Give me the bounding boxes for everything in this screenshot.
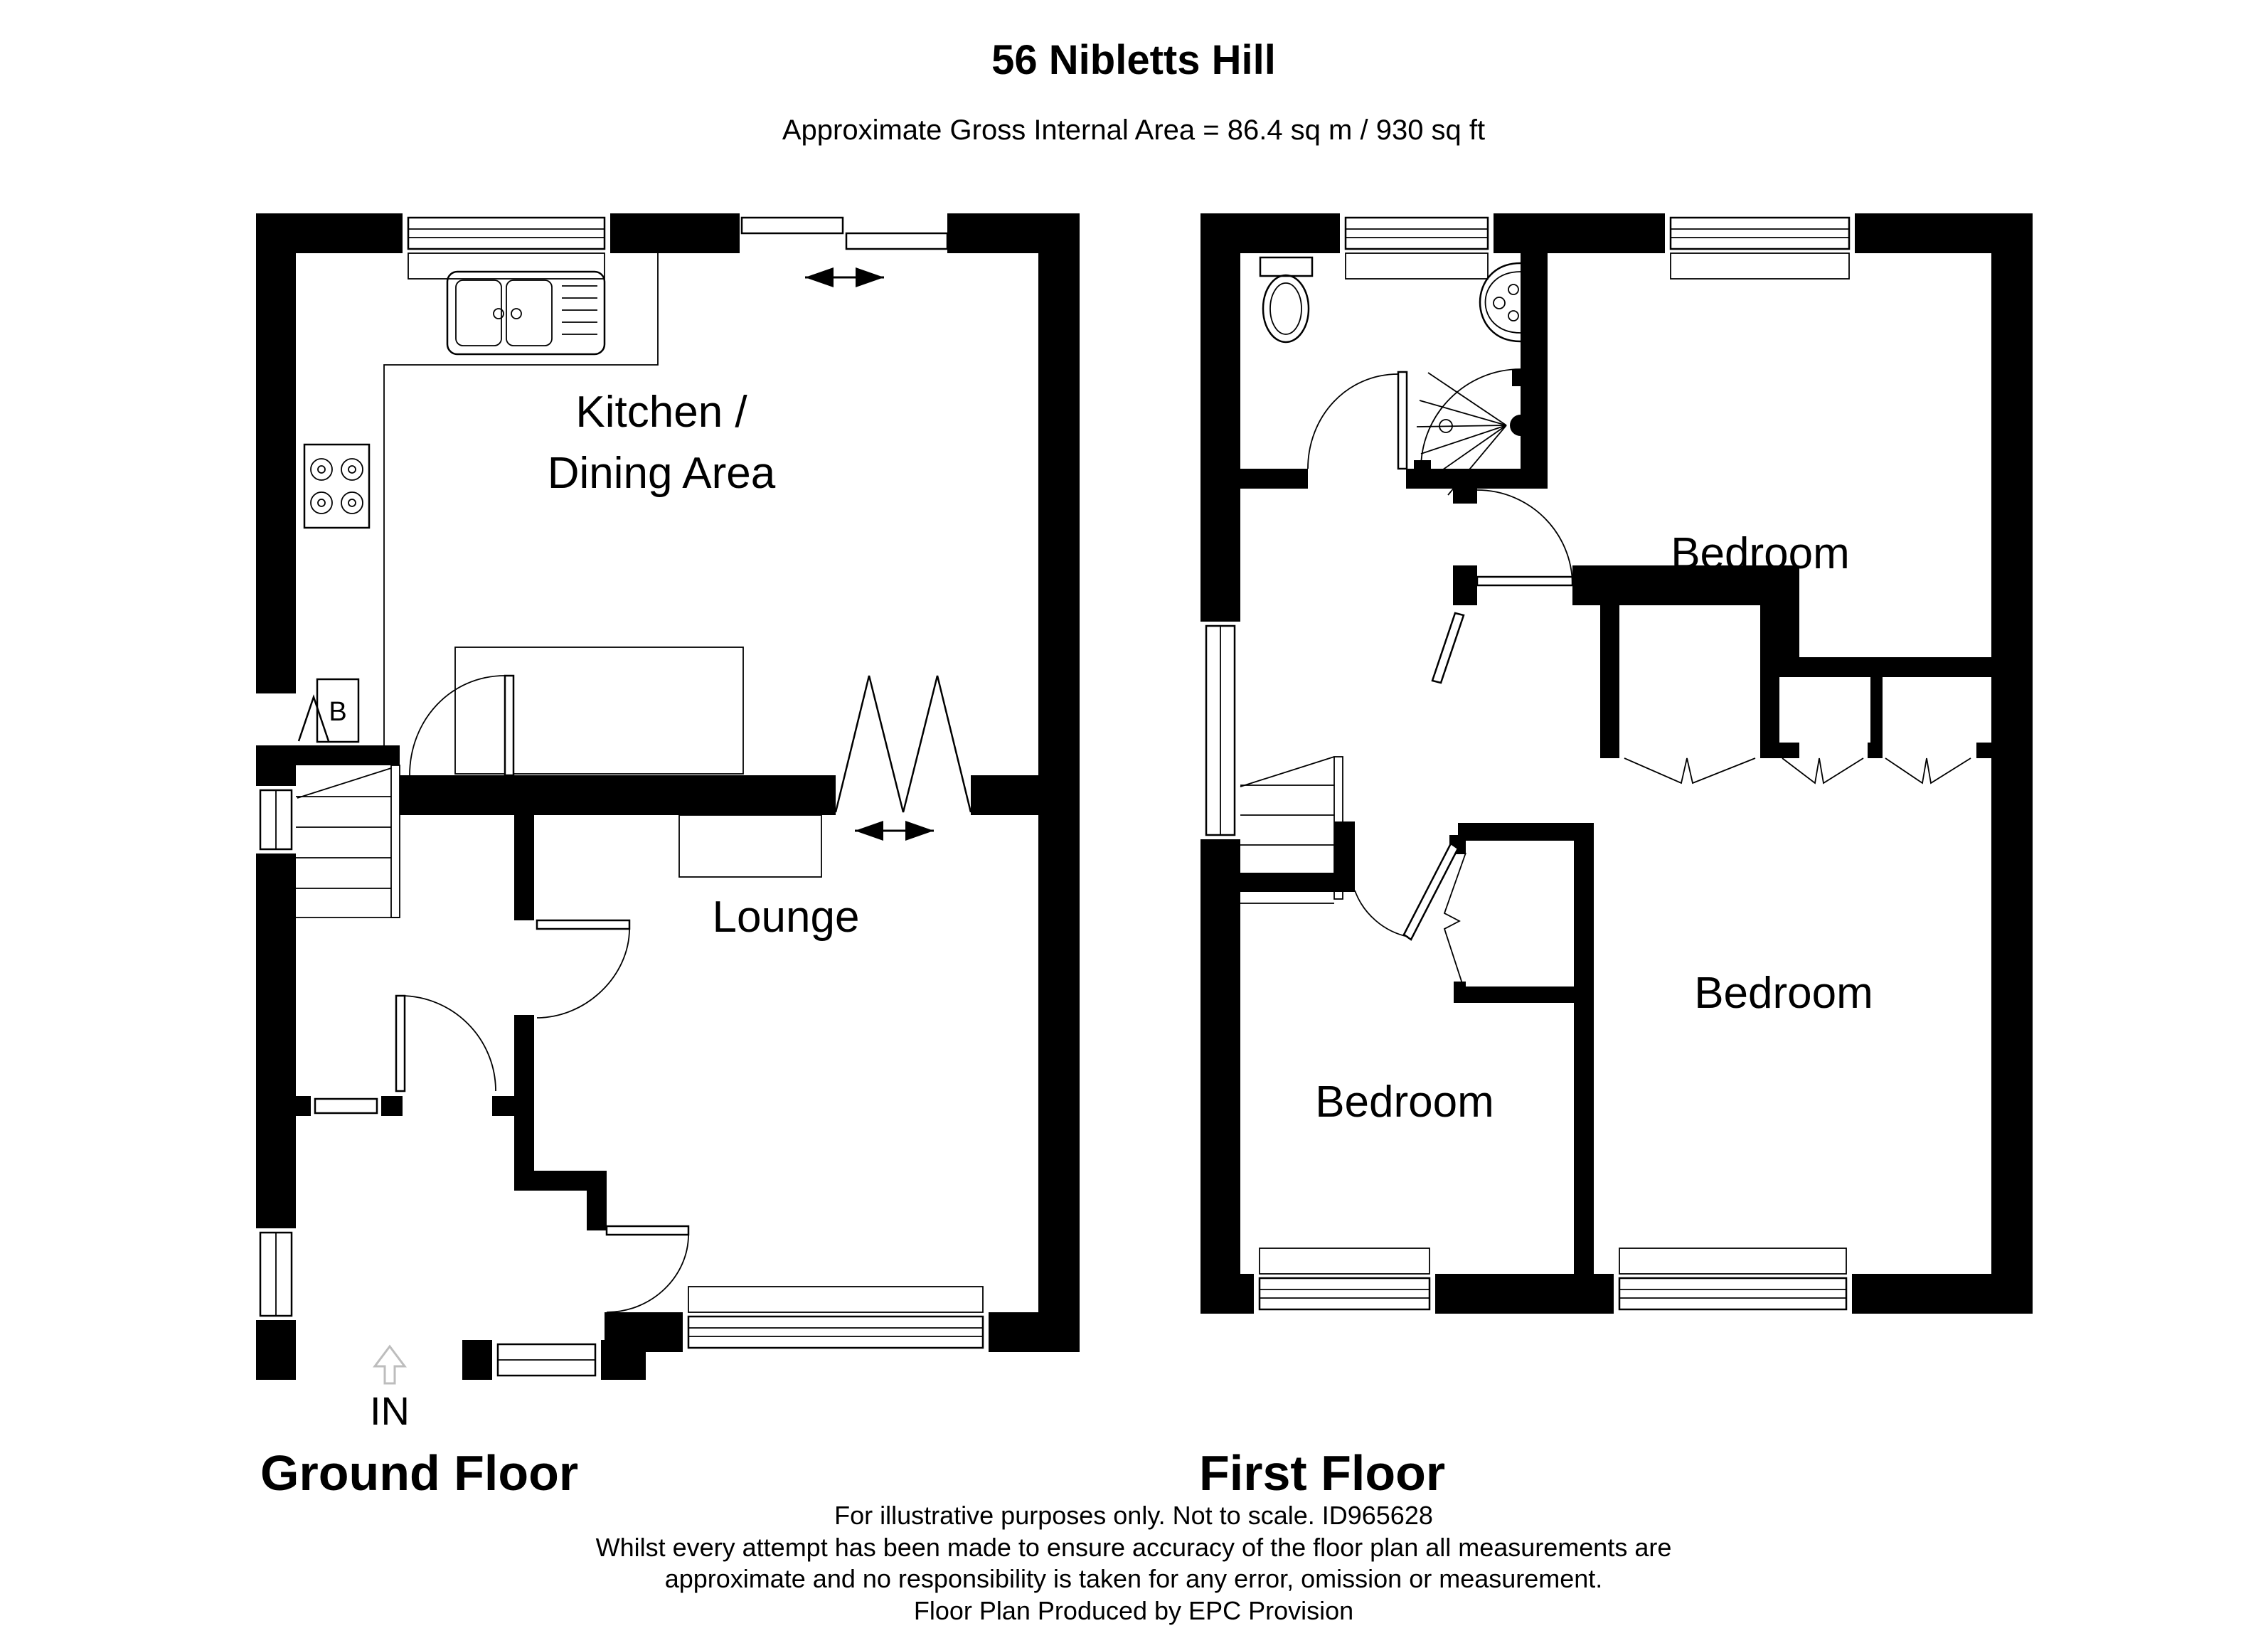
entrance-label: IN xyxy=(370,1388,410,1433)
ground-floor-plan: B xyxy=(256,213,1080,1501)
kitchen-hall-door xyxy=(409,674,515,777)
hall-side-window xyxy=(256,786,296,853)
wardrobe-doors xyxy=(1443,757,1971,995)
page-subtitle: Approximate Gross Internal Area = 86.4 s… xyxy=(782,115,1485,146)
porch-bottom-window xyxy=(492,1340,601,1380)
staircase-ground xyxy=(296,765,400,918)
kitchen-sink-icon xyxy=(446,270,606,356)
bedroom-top-label: Bedroom xyxy=(1671,529,1850,578)
shower-icon xyxy=(1414,368,1521,496)
hall-divider-window xyxy=(311,1096,381,1116)
bedroom-top-window xyxy=(1665,213,1855,280)
footer-line-4: Floor Plan Produced by EPC Provision xyxy=(914,1596,1353,1625)
bedroom-top-door xyxy=(1476,489,1574,587)
bedroom-left-door xyxy=(1354,842,1459,941)
hob-icon xyxy=(303,443,371,529)
footer-disclaimer: For illustrative purposes only. Not to s… xyxy=(596,1501,1672,1625)
boiler-label: B xyxy=(329,697,346,727)
ground-floor-label: Ground Floor xyxy=(260,1445,578,1501)
staircase-first xyxy=(1240,756,1343,904)
bedroom-bottom-right-label: Bedroom xyxy=(1694,969,1873,1018)
stairs-top-door xyxy=(1431,612,1465,684)
patio-sliding-door xyxy=(740,216,949,287)
kitchen-label-line1: Kitchen / xyxy=(575,388,747,437)
first-floor-label: First Floor xyxy=(1199,1445,1445,1501)
page-title: 56 Nibletts Hill xyxy=(991,37,1276,83)
footer-line-3: approximate and no responsibility is tak… xyxy=(665,1564,1603,1593)
boiler-cupboard: B xyxy=(316,678,360,743)
landing-side-window xyxy=(1200,622,1240,839)
ground-floor-walls xyxy=(256,213,1080,1380)
front-door xyxy=(395,994,496,1092)
bathroom-door xyxy=(1307,371,1408,470)
kitchen-counter xyxy=(383,253,659,745)
bedroom-bottom-left-label: Bedroom xyxy=(1315,1078,1494,1127)
basin-icon xyxy=(1479,262,1521,343)
hall-lounge-door xyxy=(536,919,631,1019)
entrance-arrow-icon xyxy=(373,1344,407,1385)
bathroom-window xyxy=(1340,213,1494,280)
bedroom-right-window xyxy=(1614,1248,1852,1314)
lounge-porch-door xyxy=(605,1225,690,1313)
kitchen-label-line2: Dining Area xyxy=(548,449,776,498)
toilet-icon xyxy=(1259,256,1314,344)
first-floor-plan: Bedroom Bedroom Bedroom First Floor xyxy=(1199,213,2033,1501)
bedroom-left-window xyxy=(1254,1248,1435,1314)
lounge-window xyxy=(683,1286,989,1352)
porch-side-window xyxy=(256,1228,296,1320)
kitchen-window xyxy=(403,213,610,280)
lounge-label: Lounge xyxy=(713,893,860,942)
folding-door xyxy=(834,675,972,841)
lounge-sideboard xyxy=(678,814,822,878)
radiator-symbol xyxy=(297,694,330,742)
footer-line-2: Whilst every attempt has been made to en… xyxy=(596,1533,1672,1562)
first-floor-walls xyxy=(1200,213,2033,1314)
footer-line-1: For illustrative purposes only. Not to s… xyxy=(834,1501,1433,1530)
kitchen-table xyxy=(454,647,744,775)
